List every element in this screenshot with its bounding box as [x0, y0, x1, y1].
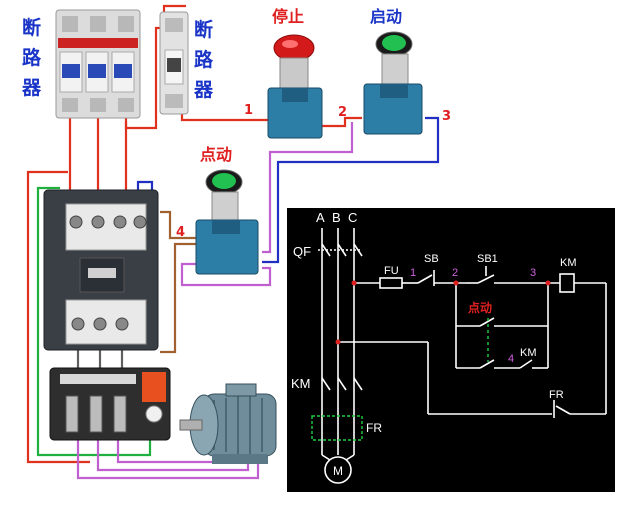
brown-wire-4	[160, 210, 198, 240]
main-breaker-char-3: 器	[21, 77, 42, 99]
red-wire-2	[322, 116, 362, 128]
motor-label: M	[333, 464, 343, 478]
motor-symbol	[324, 456, 352, 484]
red-wire-left-loop	[26, 170, 90, 464]
schematic-background	[287, 208, 615, 492]
fr-contact-label: FR	[549, 389, 564, 401]
sb1-label: SB1	[477, 253, 498, 265]
km-main-label: KM	[291, 376, 311, 391]
control-breaker-char-1: 断	[194, 18, 213, 41]
main-circuit-breaker	[55, 9, 141, 119]
km-coil-label: KM	[560, 257, 577, 269]
control-breaker-label: 断 路 器	[193, 18, 214, 101]
purple-wire-2-jog	[262, 122, 354, 254]
purple-wire-motor-1	[76, 440, 260, 480]
control-breaker-char-3: 器	[193, 79, 214, 101]
node-4-label: 4	[508, 353, 514, 365]
control-breaker-char-2: 路	[194, 48, 214, 71]
main-breaker-char-2: 路	[22, 46, 42, 69]
wire-number-3: 3	[442, 109, 451, 124]
node-2-label: 2	[452, 267, 458, 279]
km-aux-label: KM	[520, 347, 537, 359]
phase-b-label: B	[332, 210, 341, 225]
stop-button: 停止	[267, 7, 323, 139]
main-breaker-label: 断 路 器	[21, 16, 42, 99]
node-1-label: 1	[410, 267, 416, 279]
schematic-jog-label: 点动	[468, 300, 492, 315]
sb-label: SB	[424, 253, 439, 265]
jog-button: 点动	[195, 145, 259, 275]
brown-wire-4b	[160, 242, 198, 354]
schematic-lines	[318, 228, 607, 484]
blue-wire-3	[262, 116, 440, 264]
qf-label: QF	[293, 244, 311, 259]
schematic-labels: A B C QF FU SB SB1 KM KM KM FR FR M	[291, 210, 577, 478]
schematic-nodes	[335, 280, 551, 345]
start-button-label: 启动	[370, 7, 402, 26]
wire-number-1: 1	[244, 103, 253, 118]
phase-a-label: A	[316, 210, 325, 225]
stop-button-label: 停止	[272, 7, 304, 26]
ac-contactor	[43, 189, 159, 351]
fu-label: FU	[384, 265, 399, 277]
schematic-panel: A B C QF FU SB SB1 KM KM KM FR FR M 1 2 …	[287, 208, 615, 492]
phase-c-label: C	[348, 210, 357, 225]
purple-wire-jog-right	[180, 262, 272, 287]
fr-thermal-element	[311, 415, 363, 441]
thermal-overload-relay	[49, 367, 171, 441]
start-button: 启动	[363, 7, 423, 135]
schematic-node-numbers: 1 2 3 4	[410, 267, 536, 365]
wire-number-4: 4	[176, 225, 185, 240]
red-wire-1	[180, 112, 268, 122]
wire-number-2: 2	[338, 105, 347, 120]
jog-button-label: 点动	[200, 145, 232, 164]
control-circuit-breaker	[159, 11, 189, 115]
node-3-label: 3	[530, 267, 536, 279]
electric-motor	[179, 383, 277, 464]
fr-relay-label: FR	[366, 421, 382, 435]
main-breaker-char-1: 断	[22, 16, 41, 39]
